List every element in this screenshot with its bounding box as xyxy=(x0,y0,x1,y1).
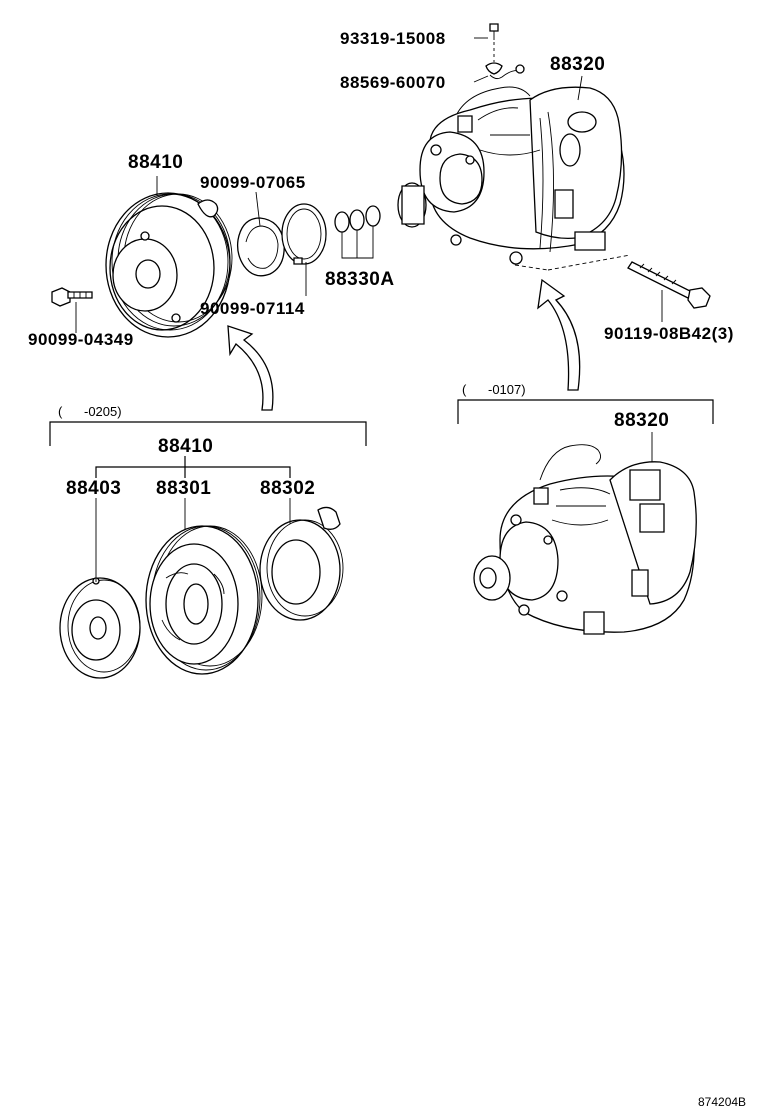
bracket-88569-icon xyxy=(485,62,525,80)
bolt-90099-04349-icon xyxy=(51,287,93,307)
label-88302: 88302 xyxy=(260,478,315,499)
label-88410-bottom: 88410 xyxy=(158,436,213,457)
pulley-88301-icon xyxy=(145,525,263,675)
label-88320-bottom: 88320 xyxy=(614,410,669,431)
bolt-93319-icon xyxy=(489,23,499,62)
leader-88330a xyxy=(341,226,374,259)
label-90099-07065: 90099-07065 xyxy=(200,173,306,192)
label-88403: 88403 xyxy=(66,478,121,499)
bracket-left xyxy=(49,421,367,446)
label-range-right: ( -0107) xyxy=(462,382,526,397)
bracket-right xyxy=(457,399,714,424)
label-90099-04349: 90099-04349 xyxy=(28,330,134,349)
mount-dashed-line xyxy=(514,264,549,271)
leader-88320-top xyxy=(577,75,583,101)
mount-dashed-line-2 xyxy=(547,254,631,271)
label-93319: 93319-15008 xyxy=(340,29,446,48)
bolt-90119-icon xyxy=(627,261,711,309)
o-rings-88330a-icon xyxy=(334,205,381,233)
compressor-88320-bottom-icon xyxy=(473,444,697,635)
arrow-up-left-icon xyxy=(227,325,274,411)
label-88330a: 88330A xyxy=(325,269,395,290)
hub-88403-icon xyxy=(59,577,141,679)
label-88301: 88301 xyxy=(156,478,211,499)
leader-07065 xyxy=(255,191,261,227)
compressor-88320-top-icon xyxy=(397,86,625,265)
tree-branch xyxy=(95,466,291,478)
coil-88302-icon xyxy=(259,506,344,621)
snap-ring-07065-icon xyxy=(236,217,285,277)
snap-ring-07114-icon xyxy=(281,203,327,265)
label-88320-top: 88320 xyxy=(550,54,605,75)
arrow-up-right-icon xyxy=(537,278,581,391)
clutch-88410-top-icon xyxy=(105,192,233,338)
label-88410-top: 88410 xyxy=(128,152,183,173)
label-range-left: ( -0205) xyxy=(58,404,122,419)
figure-id: 874204B xyxy=(698,1095,746,1109)
label-88569: 88569-60070 xyxy=(340,73,446,92)
leader-88569 xyxy=(473,75,489,83)
label-90119: 90119-08B42(3) xyxy=(604,324,734,343)
label-90099-07114: 90099-07114 xyxy=(200,299,305,318)
